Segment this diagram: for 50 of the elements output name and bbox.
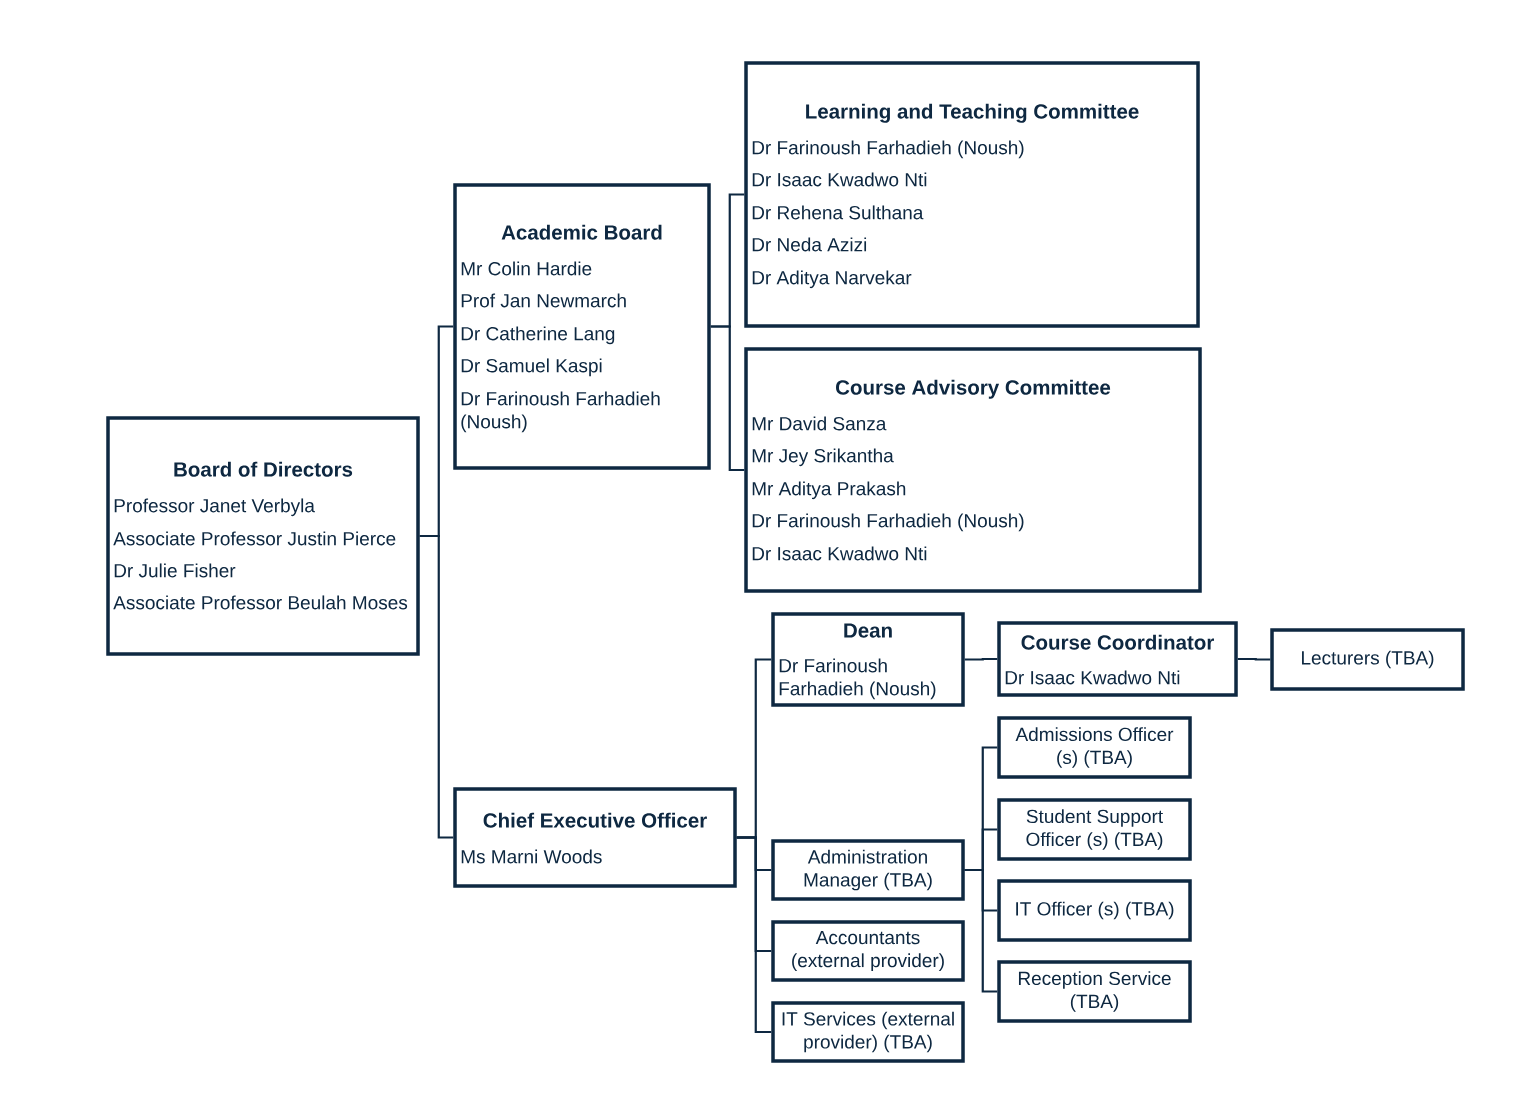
connector-line [964, 868, 998, 993]
connector-line [710, 325, 745, 472]
box-heading: Dean [844, 623, 892, 638]
org-box [997, 621, 1238, 697]
member-name: Mr Jey Srikantha [752, 448, 894, 467]
connector-line [964, 657, 998, 661]
member-name: Mr Aditya Prakash [752, 481, 906, 500]
org-box [744, 347, 1202, 593]
member-name: Professor Janet Verbyla [114, 498, 315, 517]
member-name: Dr Isaac Kwadwo Nti [752, 546, 927, 561]
connector-line [419, 534, 454, 839]
role-box: Accountants (external provider) [771, 920, 965, 982]
role-box: Student Support Officer (s) (TBA) [997, 798, 1192, 861]
org-box [744, 61, 1200, 328]
role-box: Reception Service (TBA) [997, 960, 1192, 1023]
member-name: Dr Catherine Lang [461, 326, 615, 345]
member-name: Dr Isaac Kwadwo Nti [752, 172, 927, 187]
member-name: Ms Marni Woods [461, 849, 602, 864]
member-name: Dr Farinoush Farhadieh (Noush) [752, 513, 1024, 532]
member-name: Dr Farinoush Farhadieh (Noush) [461, 391, 660, 433]
member-name: Mr David Sanza [752, 416, 887, 431]
box-heading: Course Coordinator [1021, 634, 1214, 650]
box-heading: Chief Executive Officer [483, 812, 707, 828]
member-name: Dr Julie Fisher [114, 563, 236, 578]
member-name: Prof Jan Newmarch [461, 293, 626, 308]
role-box: IT Officer (s) (TBA) [997, 879, 1192, 942]
member-name: Associate Professor Beulah Moses [113, 595, 408, 610]
box-heading: Course Advisory Committee [836, 379, 1111, 399]
member-name: Dr Rehena Sulthana [752, 205, 924, 220]
org-box [106, 416, 420, 656]
role-box: Administration Manager (TBA) [771, 839, 965, 901]
box-heading: Board of Directors [174, 461, 353, 477]
member-name: Associate Professor Justin Pierce [113, 531, 396, 546]
org-box [771, 612, 965, 707]
member-name: Dr Isaac Kwadwo Nti [1005, 670, 1180, 685]
member-name: Mr Colin Hardie [461, 261, 592, 276]
role-box: IT Services (external provider) (TBA) [771, 1001, 965, 1063]
role-box: Lecturers (TBA) [1270, 628, 1465, 691]
role-box: Admissions Officer (s) (TBA) [997, 716, 1192, 779]
org-box [453, 183, 711, 470]
member-name: Dr Farinoush Farhadieh (Noush) [779, 658, 936, 700]
member-name: Dr Aditya Narvekar [752, 270, 912, 289]
box-heading: Academic Board [501, 224, 662, 240]
box-heading: Learning and Teaching Committee [806, 103, 1139, 123]
member-name: Dr Samuel Kaspi [461, 358, 602, 377]
connector-line [736, 836, 772, 1034]
member-name: Dr Neda Azizi [752, 237, 867, 252]
connector-line [1237, 657, 1271, 661]
member-name: Dr Farinoush Farhadieh (Noush) [752, 140, 1024, 159]
org-box [453, 787, 737, 888]
